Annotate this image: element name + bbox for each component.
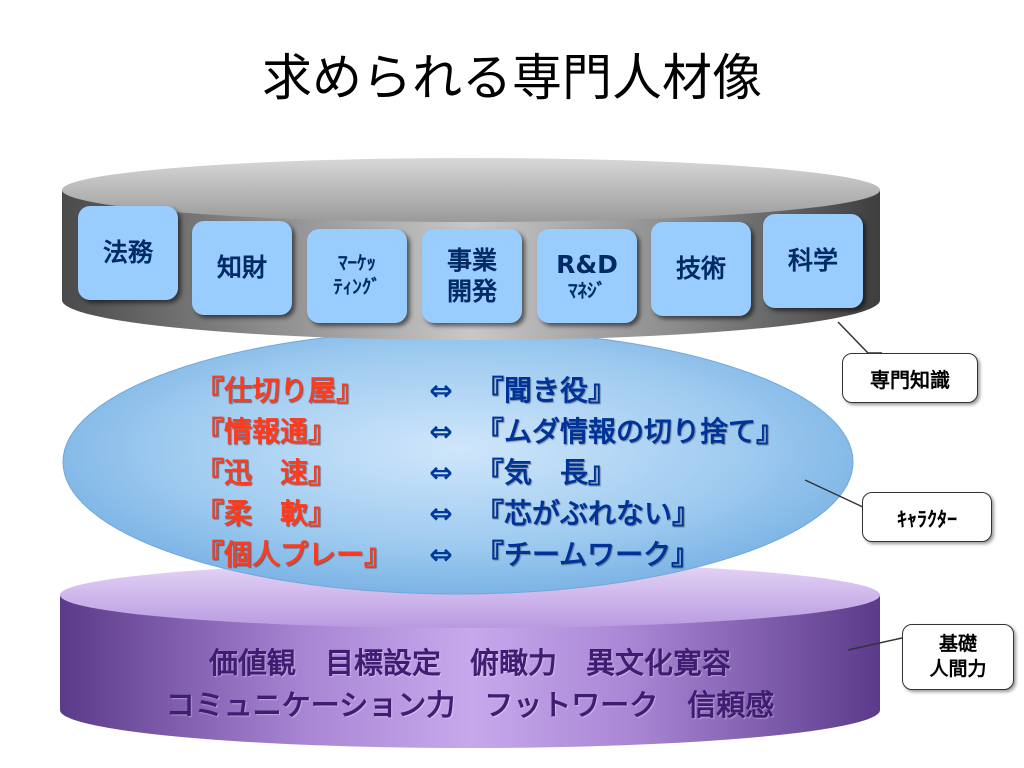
- trait-row: 『情報通』 ⇔ 『ムダ情報の切り捨て』: [196, 411, 836, 452]
- tile-business-dev: 事業 開発: [422, 229, 522, 323]
- trait-left: 『柔 軟』: [196, 497, 337, 530]
- double-arrow-icon: ⇔: [429, 497, 453, 530]
- tile-ip: 知財: [192, 221, 292, 315]
- double-arrow-icon: ⇔: [429, 538, 453, 571]
- base-skills-line: 価値観 目標設定 俯瞰力 異文化寛容: [208, 646, 731, 680]
- double-arrow-icon: ⇔: [429, 456, 453, 489]
- callout-base: 基礎 人間力: [902, 624, 1014, 690]
- trait-row: 『個人プレー』 ⇔ 『チームワーク』: [196, 534, 836, 575]
- callout-pointer-knowledge: [837, 321, 882, 354]
- character-traits: 『仕切り屋』 ⇔ 『聞き役』 『情報通』 ⇔ 『ムダ情報の切り捨て』 『迅 速』…: [196, 370, 836, 575]
- trait-row: 『迅 速』 ⇔ 『気 長』: [196, 452, 836, 493]
- trait-right: 『芯がぶれない』: [476, 497, 701, 530]
- base-cylinder-body: [60, 595, 880, 748]
- callout-pointer-character: [804, 479, 866, 509]
- trait-left: 『個人プレー』: [196, 538, 393, 571]
- trait-left: 『情報通』: [196, 415, 337, 448]
- trait-row: 『仕切り屋』 ⇔ 『聞き役』: [196, 370, 836, 411]
- base-skills: 価値観 目標設定 俯瞰力 異文化寛容 コミュニケーション力 フットワーク 信頼感: [60, 642, 880, 726]
- callout-character: ｷｬﾗｸﾀｰ: [862, 492, 992, 542]
- trait-right: 『ムダ情報の切り捨て』: [476, 415, 785, 448]
- trait-right: 『気 長』: [476, 456, 617, 489]
- double-arrow-icon: ⇔: [429, 374, 453, 407]
- knowledge-cylinder-top: [62, 158, 880, 222]
- base-skills-line: コミュニケーション力 フットワーク 信頼感: [165, 688, 775, 722]
- callout-knowledge: 専門知識: [842, 353, 978, 403]
- tile-rd-management: R&D ﾏﾈｼﾞ: [537, 229, 637, 323]
- base-cylinder-top: [60, 562, 880, 628]
- trait-left: 『迅 速』: [196, 456, 337, 489]
- trait-right: 『聞き役』: [476, 374, 617, 407]
- trait-right: 『チームワーク』: [476, 538, 700, 571]
- tile-legal: 法務: [78, 206, 178, 300]
- tile-technology: 技術: [651, 222, 751, 316]
- tile-marketing: ﾏｰｹｯ ﾃｨﾝｸﾞ: [307, 229, 407, 323]
- tile-science: 科学: [763, 214, 863, 308]
- trait-left: 『仕切り屋』: [196, 374, 365, 407]
- page-title: 求められる専門人材像: [262, 49, 762, 107]
- callout-pointer-base: [847, 637, 903, 651]
- trait-row: 『柔 軟』 ⇔ 『芯がぶれない』: [196, 493, 836, 534]
- double-arrow-icon: ⇔: [429, 415, 453, 448]
